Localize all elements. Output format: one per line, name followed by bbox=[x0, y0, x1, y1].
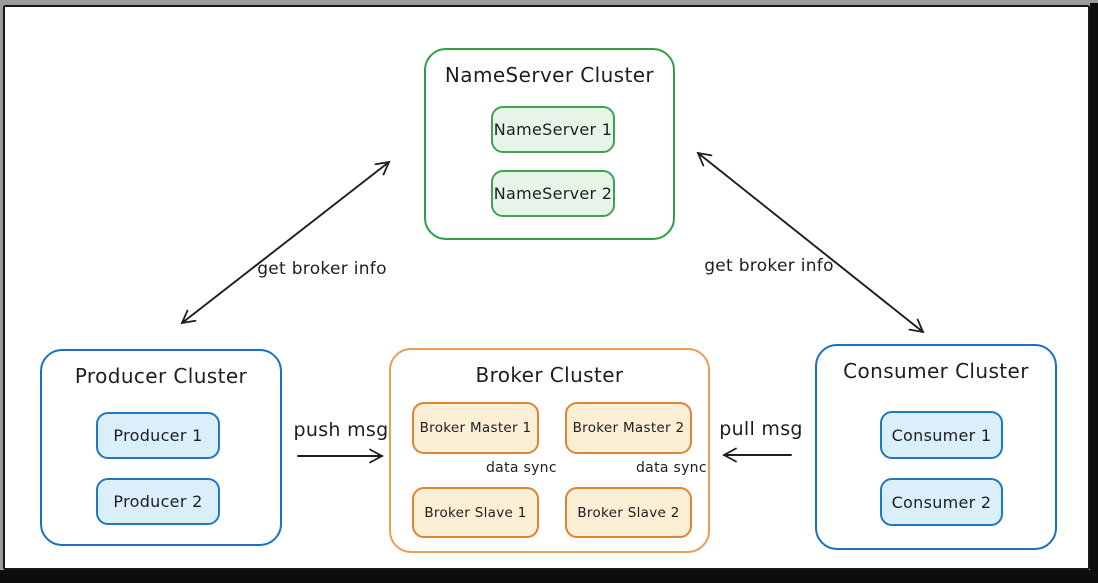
broker-slave-1-node: Broker Slave 1 bbox=[412, 487, 539, 538]
edge-label-push-msg: push msg bbox=[293, 419, 389, 441]
edge-nameserver-consumer bbox=[696, 151, 925, 334]
consumer-1-node: Consumer 1 bbox=[880, 411, 1003, 459]
edge-label-get-broker-info-left: get broker info bbox=[257, 259, 387, 279]
nameserver-2-node: NameServer 2 bbox=[491, 170, 615, 217]
edge-label-pull-msg: pull msg bbox=[719, 418, 803, 440]
producer-cluster-title: Producer Cluster bbox=[74, 364, 248, 388]
broker-slave-2-node: Broker Slave 2 bbox=[565, 487, 692, 538]
edge-label-data-sync-1: data sync bbox=[486, 460, 557, 476]
producer-2-node: Producer 2 bbox=[96, 478, 220, 525]
producer-cluster-box: Producer Cluster Producer 1 Producer 2 bbox=[40, 349, 282, 546]
edge-label-data-sync-2: data sync bbox=[636, 460, 707, 476]
producer-1-node: Producer 1 bbox=[96, 412, 220, 459]
nameserver-cluster-box: NameServer Cluster NameServer 1 NameServ… bbox=[424, 48, 675, 240]
nameserver-1-node: NameServer 1 bbox=[491, 106, 615, 153]
edge-label-get-broker-info-right: get broker info bbox=[704, 256, 834, 276]
consumer-cluster-title: Consumer Cluster bbox=[843, 359, 1029, 383]
consumer-2-node: Consumer 2 bbox=[880, 478, 1003, 526]
broker-master-1-node: Broker Master 1 bbox=[412, 402, 539, 454]
broker-cluster-title: Broker Cluster bbox=[475, 363, 624, 387]
edge-producer-nameserver bbox=[180, 160, 391, 325]
broker-master-2-node: Broker Master 2 bbox=[565, 402, 692, 454]
broker-cluster-box: Broker Cluster Broker Master 1 Broker Ma… bbox=[389, 348, 710, 553]
nameserver-cluster-title: NameServer Cluster bbox=[444, 63, 655, 87]
consumer-cluster-box: Consumer Cluster Consumer 1 Consumer 2 bbox=[815, 344, 1057, 550]
